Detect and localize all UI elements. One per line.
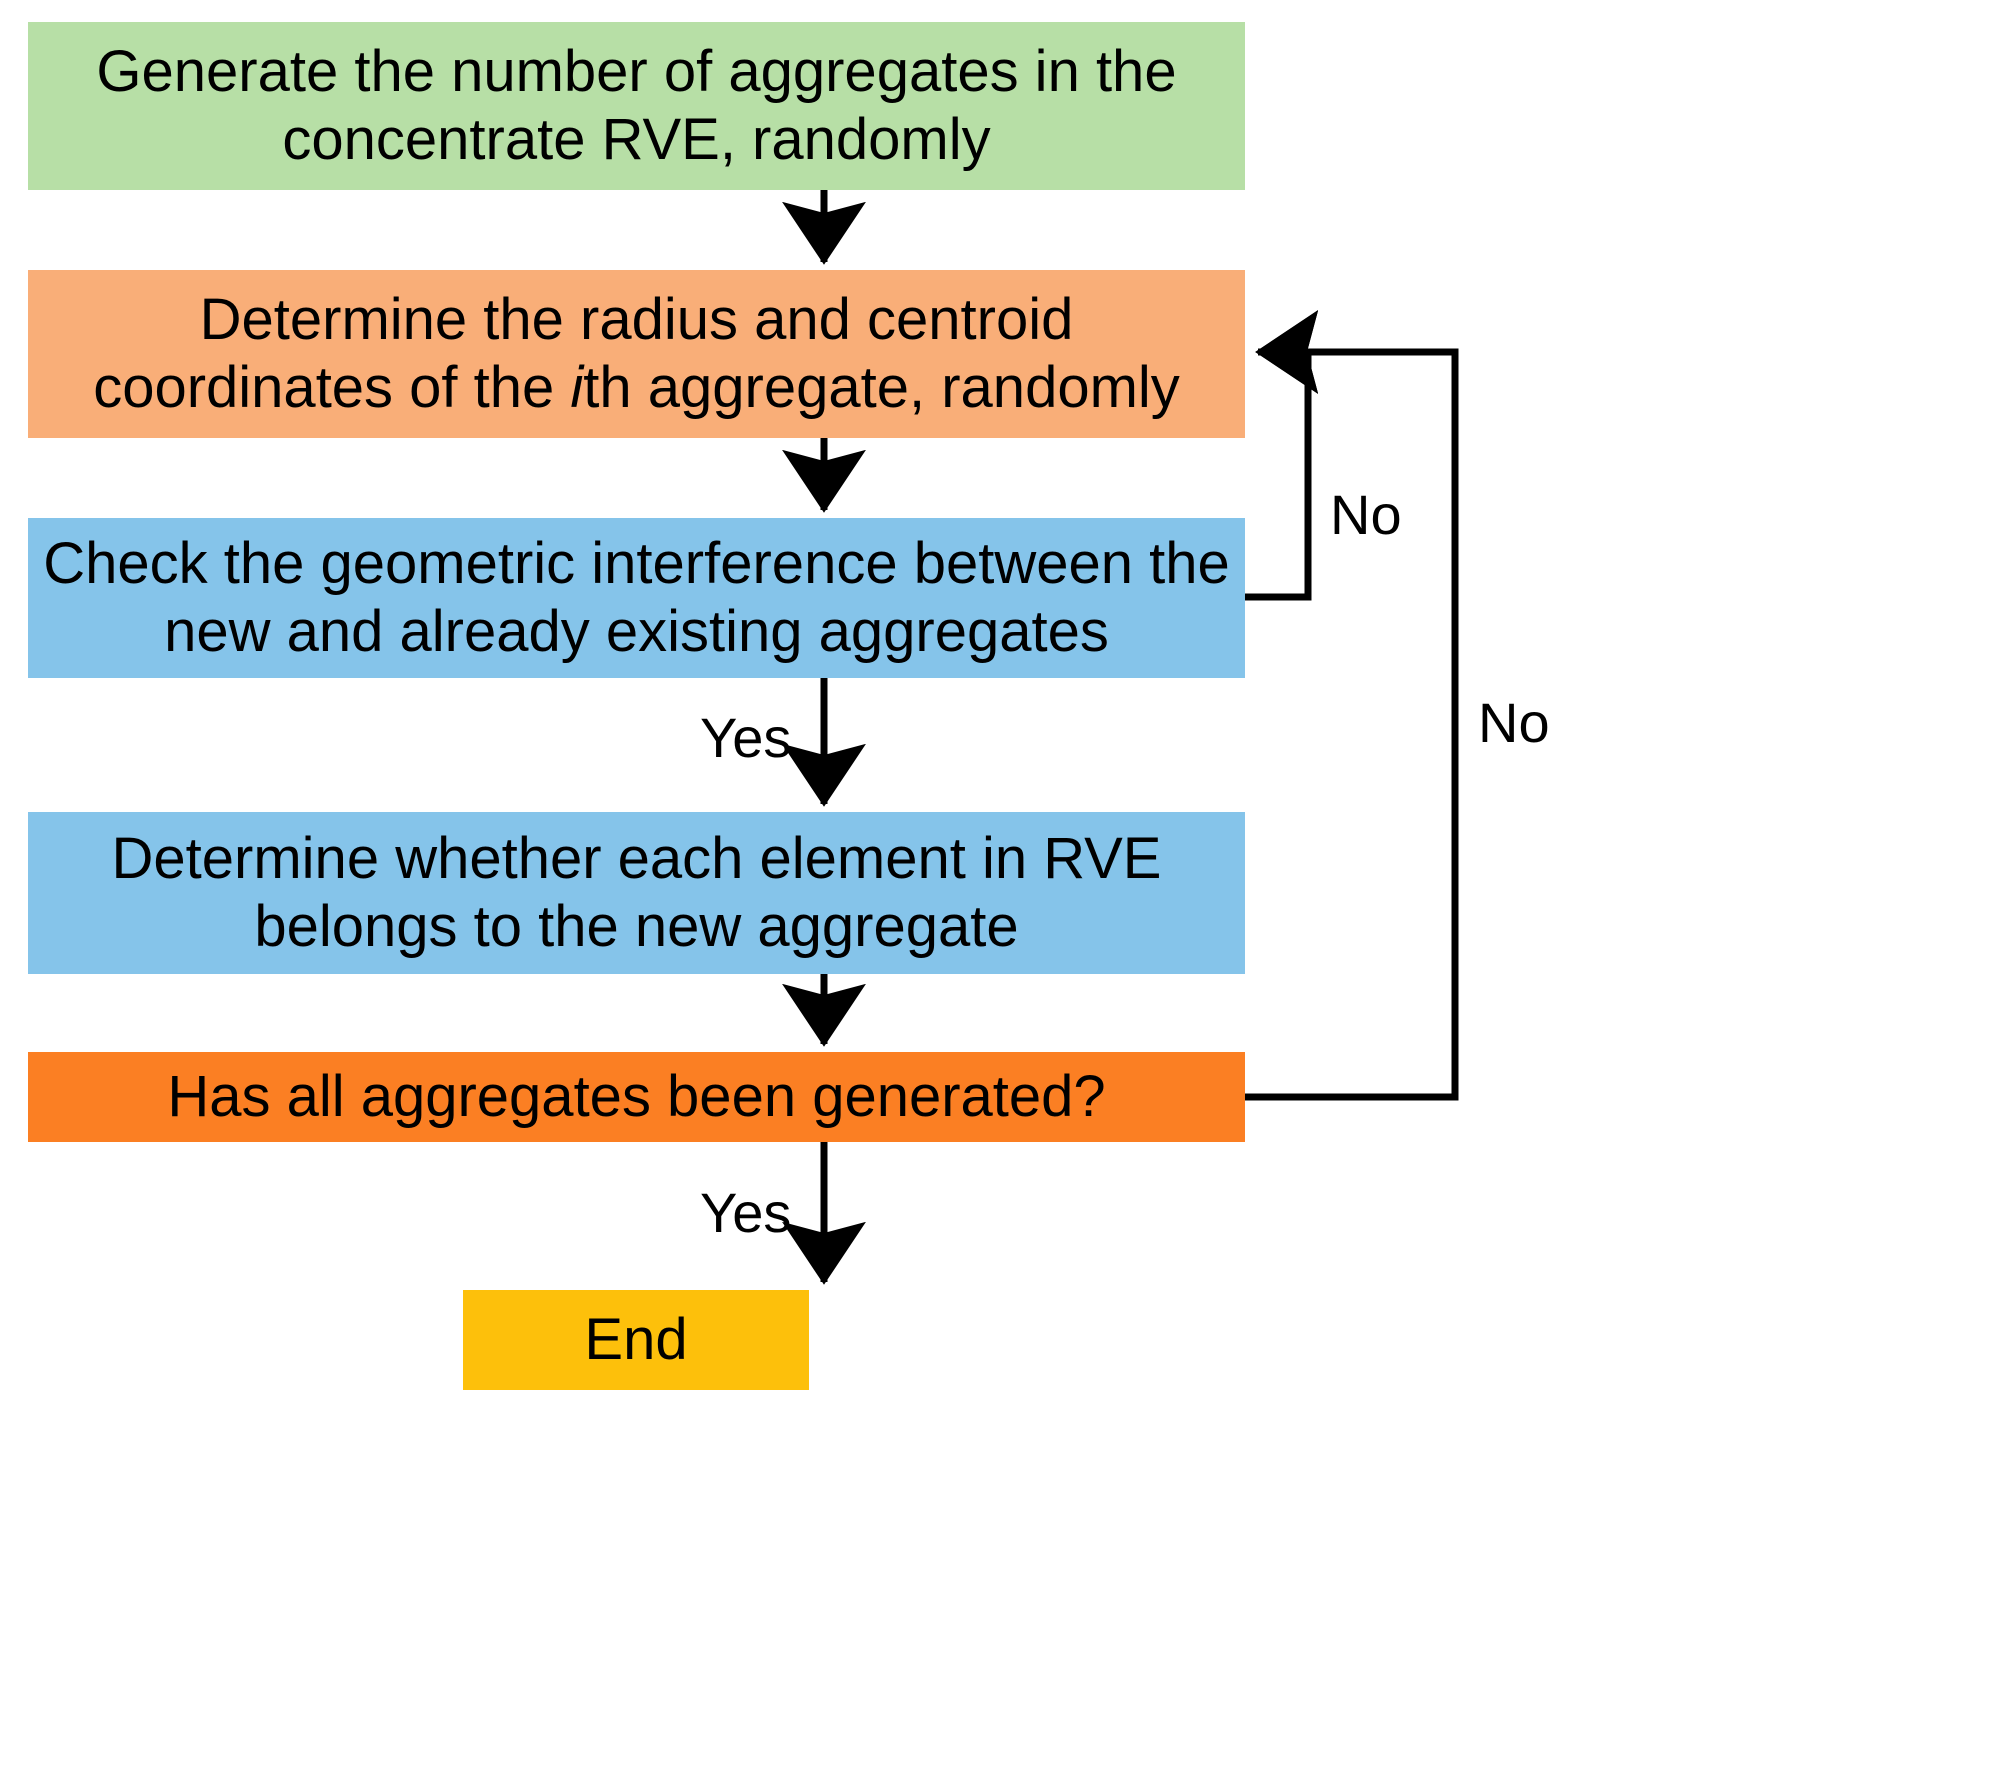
node-determine-element-label: Determine whether each element in RVE be… bbox=[111, 825, 1162, 959]
node-end-label: End bbox=[584, 1306, 688, 1372]
node-end: End bbox=[463, 1290, 809, 1390]
node-determine-element-membership: Determine whether each element in RVE be… bbox=[28, 812, 1245, 974]
node-determine-radius-label-part2: th aggregate, randomly bbox=[583, 355, 1180, 420]
node-determine-radius-label: Determine the radius and centroid coordi… bbox=[38, 286, 1235, 423]
node-has-all-aggregates-generated: Has all aggregates been generated? bbox=[28, 1052, 1245, 1142]
node-generate-label: Generate the number of aggregates in the… bbox=[96, 38, 1177, 172]
connector-no-outer-loop bbox=[1245, 310, 1459, 1101]
node-check-geometric-interference: Check the geometric interference between… bbox=[28, 518, 1245, 678]
edge-label-no-outer: No bbox=[1478, 691, 1550, 754]
connector-no-inner-loop bbox=[1245, 310, 1319, 601]
node-determine-radius-label-italic-i: i bbox=[570, 355, 584, 420]
node-generate-aggregate-count: Generate the number of aggregates in the… bbox=[28, 22, 1245, 190]
edge-label-yes-interference: Yes bbox=[700, 706, 792, 769]
edge-label-no-inner: No bbox=[1330, 483, 1402, 546]
node-determine-radius-label-part1: Determine the radius and centroid coordi… bbox=[93, 286, 1074, 420]
node-has-all-label: Has all aggregates been generated? bbox=[167, 1063, 1106, 1129]
node-check-interference-label: Check the geometric interference between… bbox=[43, 530, 1230, 664]
edge-label-yes-end: Yes bbox=[700, 1181, 792, 1244]
node-determine-radius-centroid: Determine the radius and centroid coordi… bbox=[28, 270, 1245, 438]
